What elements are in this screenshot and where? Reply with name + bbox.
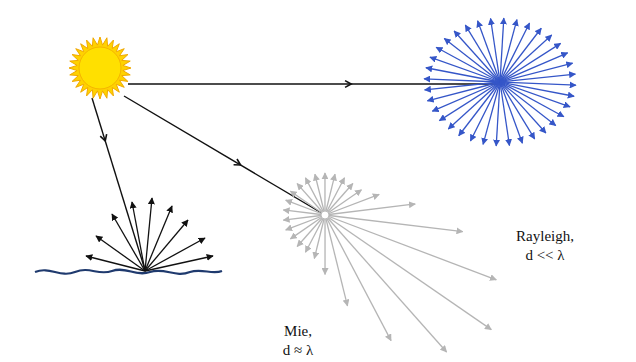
- mie-particle: [321, 211, 329, 219]
- mie-ray: [324, 215, 325, 274]
- size-relation: d << λ: [523, 246, 566, 264]
- sun-rays: [69, 37, 131, 99]
- mie-ray: [305, 178, 325, 215]
- incident-ray: [92, 98, 145, 270]
- rayleigh-ray: [500, 82, 522, 143]
- reflected-ray: [96, 236, 145, 271]
- mie-ray: [283, 215, 325, 220]
- size-relation: d ≈ λ: [281, 341, 316, 359]
- rayleigh-ray: [436, 47, 500, 82]
- reflected-ray: [145, 198, 152, 271]
- incident-ray: [128, 83, 500, 84]
- rayleigh-ray: [459, 82, 500, 136]
- mie-ray: [325, 204, 415, 215]
- rayleigh-ray: [500, 74, 575, 82]
- rayleigh-ray: [425, 82, 500, 90]
- incident-rays: [92, 81, 500, 270]
- mie-ray: [325, 215, 447, 352]
- reflected-ray: [145, 256, 213, 271]
- mie-ray: [325, 215, 347, 306]
- arrow-head: [345, 81, 351, 88]
- arrow-head: [100, 134, 106, 141]
- sun-disc: [79, 47, 121, 89]
- rayleigh-scatter: [424, 18, 576, 146]
- incident-ray: [124, 96, 325, 215]
- reflected-ray: [86, 256, 145, 271]
- ground-reflection: [35, 198, 222, 274]
- mie-ray: [324, 173, 325, 215]
- rayleigh-ray: [500, 82, 564, 117]
- rayleigh-ray: [478, 21, 500, 82]
- reflected-ray: [145, 206, 172, 271]
- mie-ray: [325, 215, 491, 330]
- ground-line: [35, 270, 222, 274]
- rayleigh-ray: [500, 28, 541, 82]
- reflected-ray: [145, 238, 205, 271]
- mie-ray: [325, 215, 496, 280]
- rayleigh-ray: [491, 18, 500, 82]
- scatter-label: Rayleigh,: [514, 227, 576, 245]
- sun-icon: [69, 37, 131, 99]
- rayleigh-ray: [500, 82, 509, 146]
- scatter-label: Mie,: [282, 322, 314, 340]
- rayleigh-ray: [427, 82, 500, 101]
- reflected-ray: [132, 202, 145, 271]
- arrow-head: [234, 159, 241, 165]
- rayleigh-ray: [500, 63, 573, 82]
- mie-scatter: [283, 173, 496, 352]
- mie-ray: [315, 174, 325, 215]
- mie-ray: [325, 215, 391, 341]
